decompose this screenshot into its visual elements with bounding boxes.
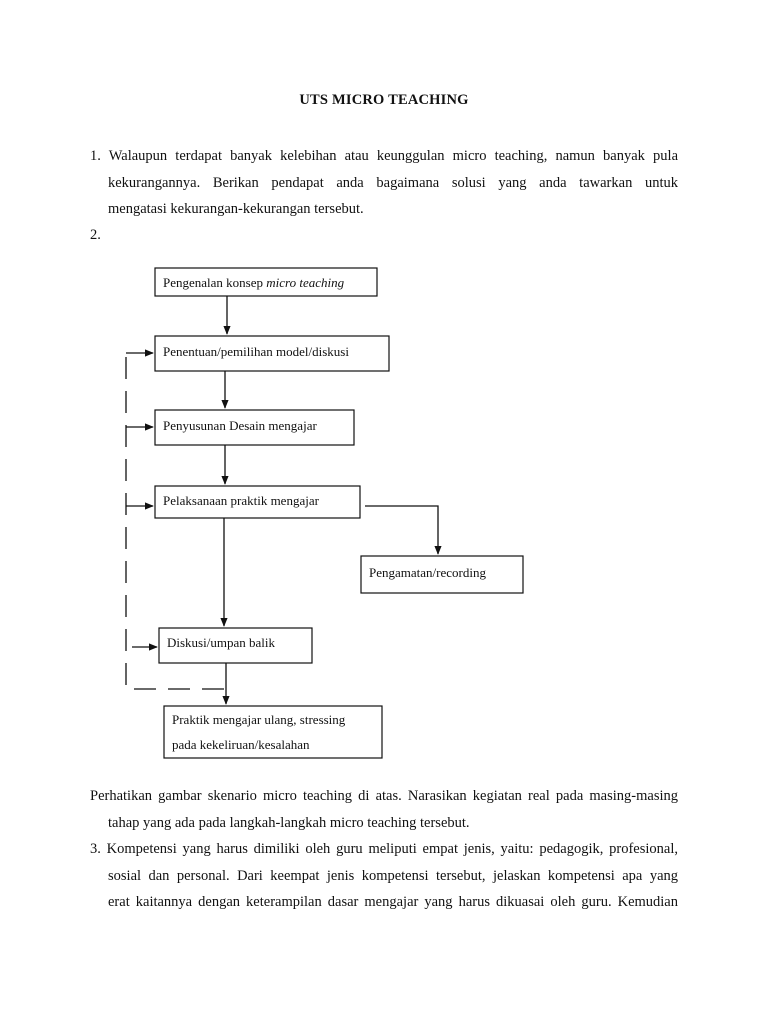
- figure-instruction-line-2: tahap yang ada pada langkah-langkah micr…: [108, 814, 470, 831]
- question-2-number: 2.: [90, 227, 101, 243]
- svg-text:pada kekeliruan/kesalahan: pada kekeliruan/kesalahan: [172, 737, 310, 752]
- flow-box-diskusi: Diskusi/umpan balik: [158, 627, 313, 664]
- flow-box-penyusunan: Penyusunan Desain mengajar: [154, 409, 355, 446]
- flow-box-pengenalan: Pengenalan konsep micro teaching: [154, 267, 378, 297]
- svg-text:Pengenalan konsep micro teachi: Pengenalan konsep micro teaching: [163, 275, 345, 290]
- document-title: UTS MICRO TEACHING: [299, 92, 469, 108]
- question-1: 1. Walaupun terdapat banyak kelebihan at…: [90, 143, 678, 223]
- question-1-line-3: mengatasi kekurangan-kekurangan tersebut…: [108, 201, 364, 217]
- svg-text:Penentuan/pemilihan model/disk: Penentuan/pemilihan model/diskusi: [163, 344, 349, 359]
- question-1-line-1: 1. Walaupun terdapat banyak kelebihan at…: [90, 148, 679, 164]
- figure-instruction: Perhatikan gambar skenario micro teachin…: [90, 783, 678, 836]
- svg-text:Penyusunan Desain mengajar: Penyusunan Desain mengajar: [163, 418, 317, 433]
- question-3-line-1: 3. Kompetensi yang harus dimiliki oleh g…: [90, 841, 678, 857]
- question-3-number: 3.: [90, 841, 101, 857]
- arrow-4-to-5: [365, 505, 442, 555]
- svg-text:Praktik mengajar ulang, stress: Praktik mengajar ulang, stressing: [172, 712, 346, 727]
- feedback-loop-dashed-line: [125, 353, 224, 690]
- flow-box-pelaksanaan: Pelaksanaan praktik mengajar: [154, 485, 361, 519]
- flow-box-penentuan: Penentuan/pemilihan model/diskusi: [154, 335, 390, 372]
- question-3: 3. Kompetensi yang harus dimiliki oleh g…: [90, 836, 678, 916]
- question-3-line-2: sosial dan personal. Dari keempat jenis …: [108, 867, 678, 884]
- flow-box-pengamatan: Pengamatan/recording: [360, 555, 524, 594]
- question-1-line-2: kekurangannya. Berikan pendapat anda bag…: [108, 174, 678, 191]
- question-2: 2.: [90, 222, 678, 249]
- question-1-number: 1.: [90, 148, 101, 164]
- svg-text:Pelaksanaan praktik mengajar: Pelaksanaan praktik mengajar: [163, 493, 320, 508]
- flow-box-praktik-ulang: Praktik mengajar ulang, stressing pada k…: [163, 705, 383, 759]
- question-3-line-3: erat kaitannya dengan keterampilan dasar…: [108, 894, 678, 910]
- figure-instruction-line-1: Perhatikan gambar skenario micro teachin…: [90, 788, 678, 804]
- svg-text:Pengamatan/recording: Pengamatan/recording: [369, 565, 486, 580]
- svg-text:Diskusi/umpan balik: Diskusi/umpan balik: [167, 635, 275, 650]
